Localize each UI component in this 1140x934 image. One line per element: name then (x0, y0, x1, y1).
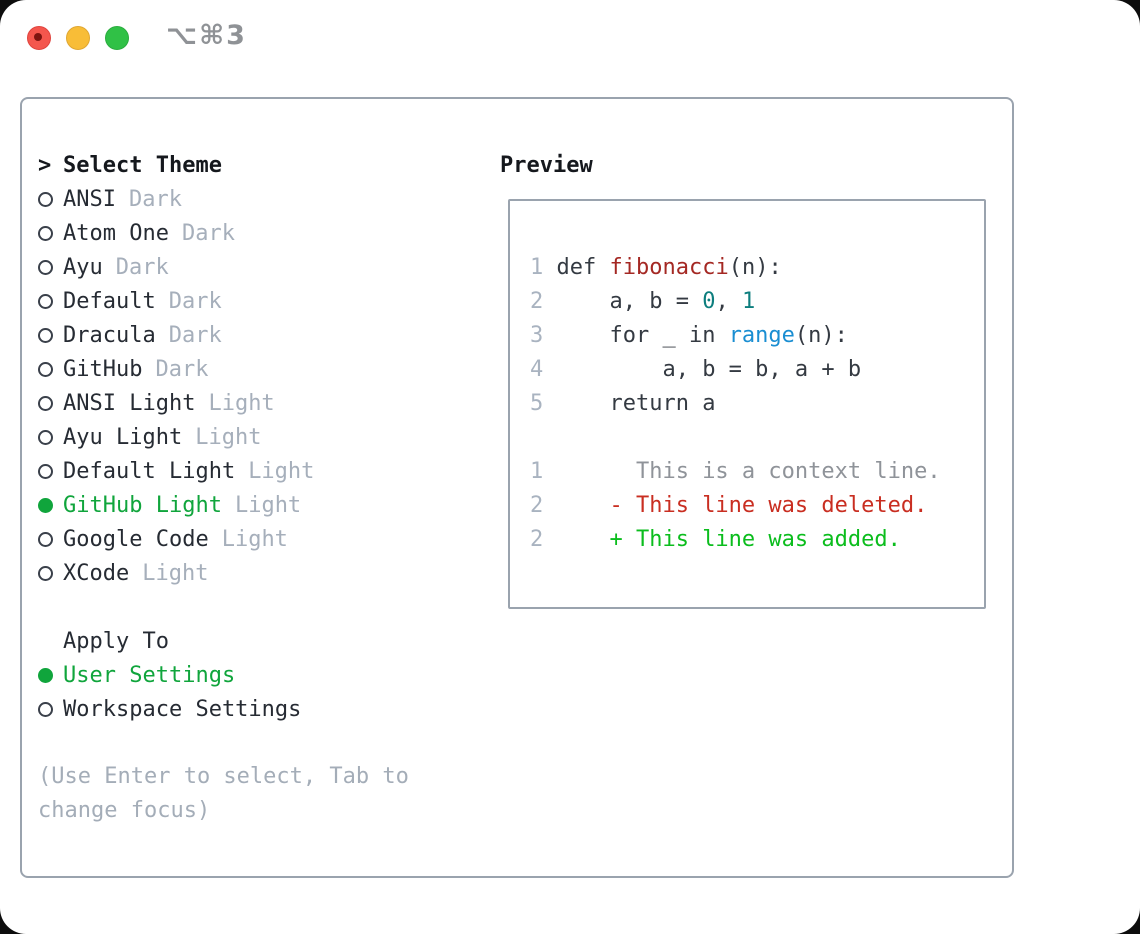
zoom-button[interactable] (105, 26, 129, 50)
diff-deleted-line: 2 - This line was deleted. (530, 493, 928, 518)
radio-selected-icon (38, 667, 53, 683)
radio-icon (38, 225, 53, 241)
window-title-shortcut: ⌥⌘3 (166, 20, 247, 51)
select-theme-header: > Select Theme (38, 148, 478, 182)
radio-icon (38, 565, 53, 581)
code-line: 5 return a (530, 391, 716, 416)
diff-added-line: 2 + This line was added. (530, 527, 901, 552)
radio-icon (38, 361, 53, 377)
code-sample: 1 def fibonacci(n): 2 a, b = 0, 1 3 for … (510, 201, 984, 557)
radio-icon (38, 327, 53, 343)
radio-icon (38, 293, 53, 309)
code-line: 3 for _ in range(n): (530, 323, 848, 348)
diff-context-line: 1 This is a context line. (530, 459, 941, 484)
close-dot-icon (34, 33, 42, 41)
code-line: 4 a, b = b, a + b (530, 357, 862, 382)
radio-icon (38, 429, 53, 445)
code-line: 2 a, b = 0, 1 (530, 289, 756, 314)
minimize-button[interactable] (66, 26, 90, 50)
radio-icon (38, 701, 53, 717)
close-button[interactable] (27, 26, 51, 50)
radio-icon (38, 395, 53, 411)
apply-option-user-settings[interactable]: User Settings (38, 658, 478, 692)
blank-line (530, 421, 984, 455)
preview-title: Preview (500, 152, 593, 178)
radio-selected-icon (38, 497, 53, 513)
spacer (38, 590, 478, 624)
prompt-caret-icon: > (38, 152, 52, 178)
spacer (38, 726, 478, 760)
radio-icon (38, 191, 53, 207)
apply-to-title: Apply To (63, 628, 169, 654)
apply-option-workspace-settings[interactable]: Workspace Settings (38, 692, 478, 726)
select-theme-title: Select Theme (63, 152, 222, 178)
radio-icon (38, 259, 53, 275)
titlebar: ⌥⌘3 (0, 0, 1140, 75)
radio-icon (38, 463, 53, 479)
preview-pane: 1 def fibonacci(n): 2 a, b = 0, 1 3 for … (508, 199, 986, 609)
code-line: 1 def fibonacci(n): (530, 255, 782, 280)
apply-to-header: Apply To (38, 624, 478, 658)
radio-icon (38, 531, 53, 547)
keyboard-hint: (Use Enter to select, Tab to change focu… (38, 764, 409, 823)
